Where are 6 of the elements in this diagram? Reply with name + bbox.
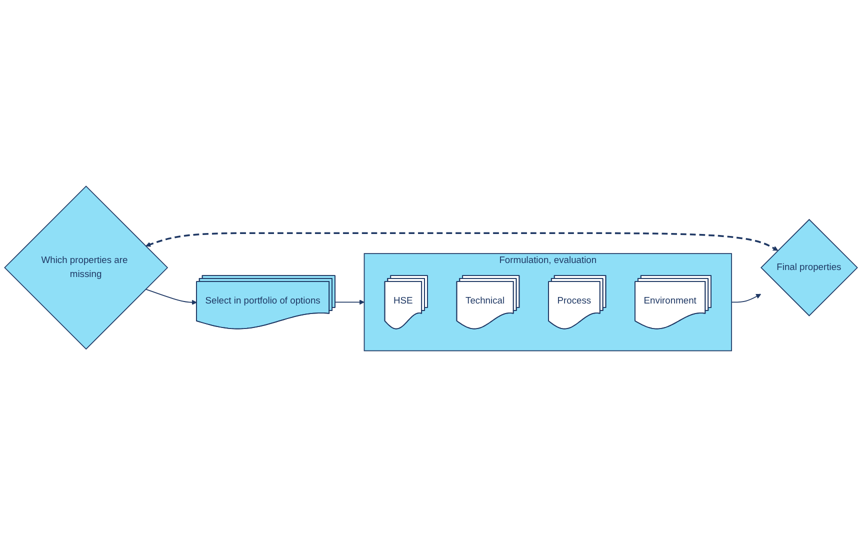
node-diamond: Which properties are missing xyxy=(4,186,168,350)
arrow xyxy=(334,300,364,305)
arrow xyxy=(731,294,762,303)
arrow xyxy=(146,232,778,251)
arrow xyxy=(145,288,197,305)
node-diamond: Final properties xyxy=(760,218,858,316)
